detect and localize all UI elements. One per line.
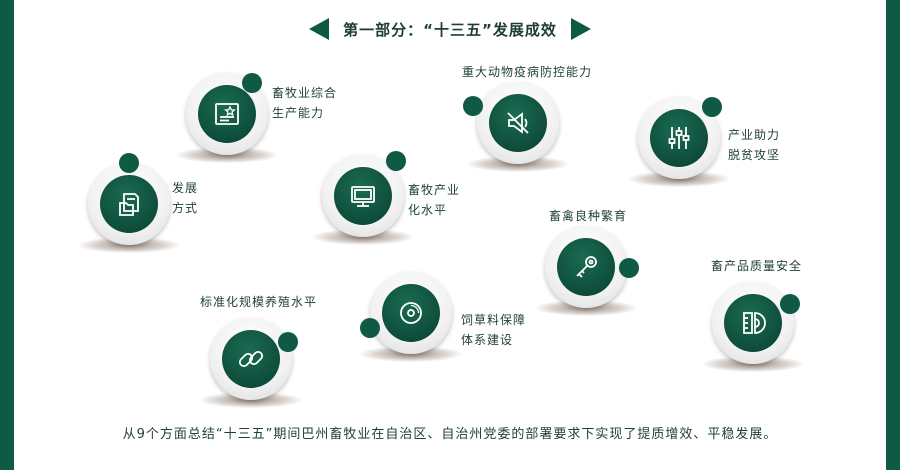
item-disease-control xyxy=(463,82,569,172)
accent-dot xyxy=(360,318,380,338)
item-development-mode xyxy=(78,153,180,253)
key-icon xyxy=(557,238,615,296)
item-label: 标准化规模养殖水平 xyxy=(200,295,318,309)
item-label: 畜牧业综合生产能力 xyxy=(272,86,338,120)
item-label: 畜禽良种繁育 xyxy=(549,209,628,223)
right-accent-bar xyxy=(886,0,900,470)
item-breeding xyxy=(535,226,639,316)
item-label: 重大动物疫病防控能力 xyxy=(462,65,593,79)
item-label: 畜产品质量安全 xyxy=(711,259,803,273)
item-standardized-farming xyxy=(200,318,302,408)
accent-dot xyxy=(780,294,800,314)
accent-dot xyxy=(463,96,483,116)
item-label: 畜牧产业化水平 xyxy=(408,183,461,217)
accent-dot xyxy=(278,332,298,352)
loudspeaker-icon xyxy=(489,94,547,152)
left-accent-bar xyxy=(0,0,14,470)
item-label: 饲草料保障体系建设 xyxy=(461,313,527,347)
accent-dot xyxy=(619,258,639,278)
item-poverty-alleviation xyxy=(628,97,730,187)
chain-link-icon xyxy=(222,330,280,388)
folder-document-icon xyxy=(100,175,158,233)
section-title: 第一部分：“十三五”发展成效 xyxy=(343,20,557,39)
item-label: 发展方式 xyxy=(172,181,199,215)
item-label: 产业助力脱贫攻坚 xyxy=(728,128,781,162)
disc-icon xyxy=(382,284,440,342)
accent-dot xyxy=(386,151,406,171)
item-forage-support xyxy=(360,272,462,362)
section-heading: 第一部分：“十三五”发展成效 xyxy=(0,14,900,44)
left-arrow-icon xyxy=(309,18,330,40)
item-comprehensive-production xyxy=(176,73,278,163)
item-industrialization xyxy=(312,151,414,245)
certificate-star-icon xyxy=(198,85,256,143)
ruler-protractor-icon xyxy=(724,294,782,352)
summary-text: 从9个方面总结“十三五”期间巴州畜牧业在自治区、自治州党委的部署要求下实现了提质… xyxy=(122,427,778,442)
item-quality-safety xyxy=(702,282,804,372)
sliders-icon xyxy=(650,109,708,167)
accent-dot xyxy=(702,97,722,117)
right-arrow-icon xyxy=(570,18,591,40)
accent-dot xyxy=(242,73,262,93)
monitor-icon xyxy=(334,167,392,225)
accent-dot xyxy=(119,153,139,173)
